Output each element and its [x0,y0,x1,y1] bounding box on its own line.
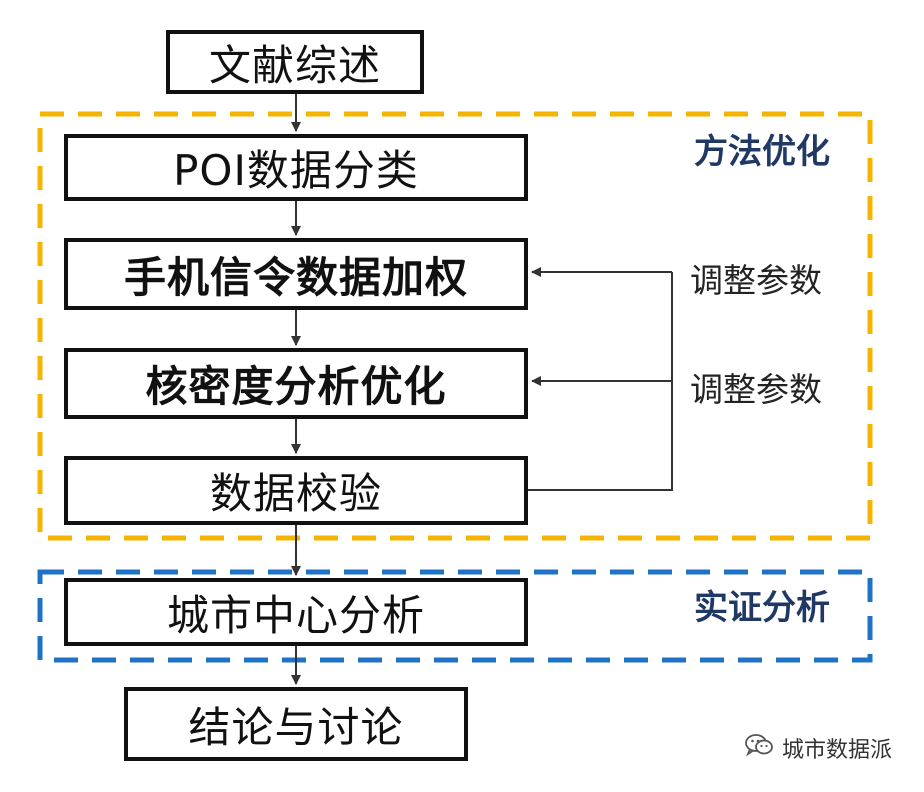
wechat-icon [744,732,774,764]
empirical-analysis-frame [37,569,873,663]
step-city-center-analysis: 城市中心分析 [64,578,528,646]
step-conclusion-discussion: 结论与讨论 [124,687,468,761]
step-literature-review: 文献综述 [166,30,424,94]
step-data-validation: 数据校验 [64,456,528,525]
feedback-label-1: 调整参数 [690,261,822,300]
watermark: 城市数据派 [744,732,892,764]
empirical-analysis-label: 实证分析 [694,588,830,628]
feedback-line [528,272,673,491]
watermark-text: 城市数据派 [782,738,893,763]
method-optimization-frame [37,111,873,541]
step-signaling-weighting: 手机信令数据加权 [64,238,528,310]
step-kde-optimization: 核密度分析优化 [64,348,528,419]
method-optimization-label: 方法优化 [694,132,830,172]
feedback-label-2: 调整参数 [690,370,822,409]
step-poi-classification: POI数据分类 [64,134,528,201]
